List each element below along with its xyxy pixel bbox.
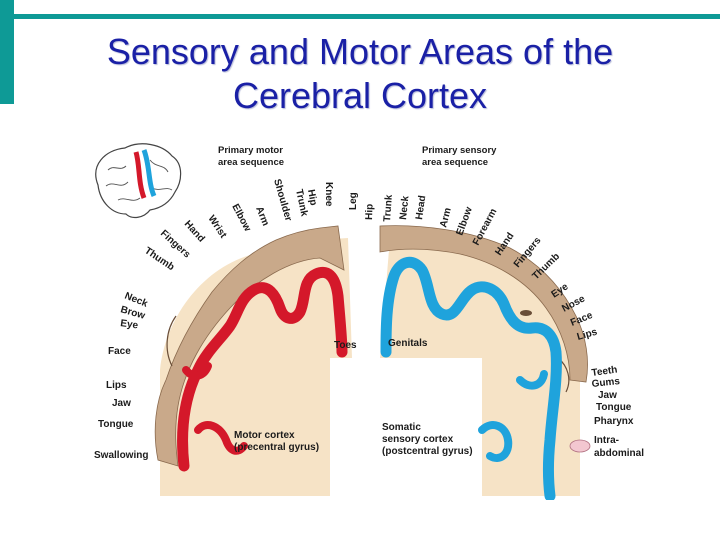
- title-line-1: Sensory and Motor Areas of the: [106, 31, 614, 72]
- motor-label-arm: Arm: [253, 205, 271, 228]
- motor-cortex-gyrus: [177, 267, 348, 472]
- sensory-label-intra-2: abdominal: [594, 448, 644, 459]
- brain-inset-icon: [95, 143, 182, 219]
- motor-label-knee: Knee: [323, 182, 334, 207]
- sensory-header-line-1: Primary sensory: [422, 145, 497, 156]
- motor-label-hip: Hip: [305, 189, 319, 207]
- sensory-label-pharynx: Pharynx: [594, 416, 634, 427]
- motor-label-jaw: Jaw: [112, 398, 131, 409]
- motor-label-hand: Hand: [182, 219, 207, 245]
- sensory-label-neck: Neck: [398, 195, 411, 220]
- sensory-header-line-2: area sequence: [422, 157, 488, 168]
- motor-label-eye: Eye: [120, 318, 140, 331]
- motor-header-line-2: area sequence: [218, 157, 284, 168]
- sensory-cortex-gyrus: [380, 256, 562, 500]
- left-accent-bar: [0, 0, 14, 104]
- motor-label-tongue: Tongue: [98, 419, 134, 430]
- sensory-label-teeth: Teeth: [591, 364, 618, 379]
- sensory-label-tongue: Tongue: [596, 402, 632, 413]
- sensory-label-gums: Gums: [591, 376, 621, 390]
- sensory-label-intra-1: Intra-: [594, 435, 619, 446]
- sensory-label-leg: Leg: [348, 192, 359, 210]
- motor-label-toes: Toes: [334, 340, 357, 351]
- sensory-label-elbow: Elbow: [454, 205, 474, 237]
- sensory-label-jaw: Jaw: [598, 390, 617, 401]
- slide-title: Sensory and Motor Areas of the Cerebral …: [30, 30, 690, 118]
- title-line-2: Cerebral Cortex: [232, 75, 488, 116]
- motor-label-wrist: Wrist: [206, 214, 229, 241]
- sensory-label-genitals: Genitals: [388, 338, 428, 349]
- motor-header-line-1: Primary motor: [218, 145, 283, 156]
- sensory-cortex-label-2: sensory cortex: [382, 434, 454, 445]
- top-accent-bar: [0, 14, 720, 19]
- motor-label-lips: Lips: [106, 380, 127, 391]
- cortex-diagram: Primary motor area sequence Primary sens…: [94, 143, 644, 500]
- sensory-cortex-label-3: (postcentral gyrus): [382, 446, 473, 457]
- motor-label-elbow: Elbow: [229, 202, 253, 233]
- motor-label-face: Face: [108, 346, 131, 357]
- motor-cortex-label-1: Motor cortex: [234, 430, 295, 441]
- sensory-label-arm: Arm: [438, 207, 454, 229]
- motor-cortex-label-2: (precentral gyrus): [234, 442, 319, 453]
- motor-homunculus: [154, 225, 345, 467]
- sensory-label-head: Head: [414, 195, 428, 221]
- sensory-homunculus: [379, 225, 588, 383]
- sensory-label-hip: Hip: [364, 204, 376, 220]
- motor-label-swallowing: Swallowing: [94, 450, 148, 461]
- sensory-cortex-label-1: Somatic: [382, 422, 421, 433]
- motor-label-shoulder: Shoulder: [271, 178, 294, 223]
- sensory-label-trunk: Trunk: [382, 194, 395, 222]
- motor-label-thumb: Thumb: [142, 245, 176, 273]
